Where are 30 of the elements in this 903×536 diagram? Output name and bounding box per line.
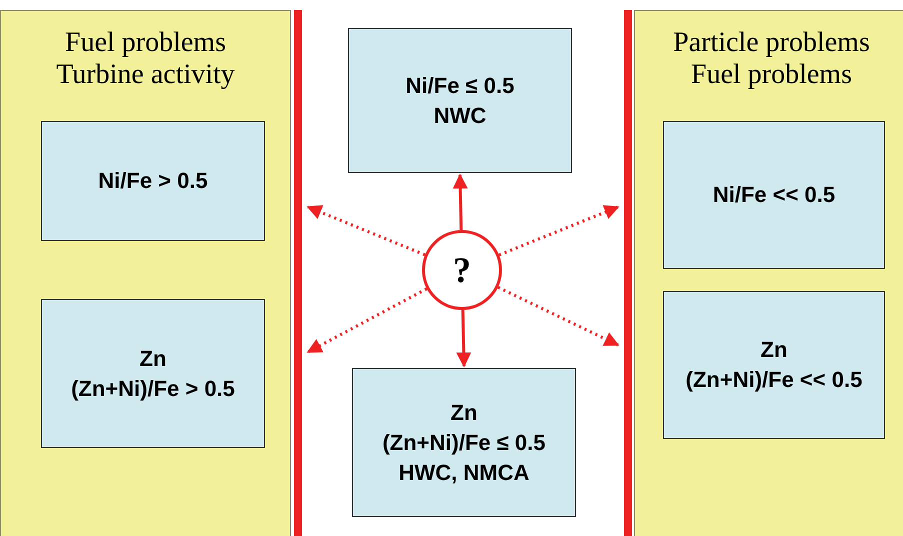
condition-text: Zn xyxy=(140,344,166,372)
category-panel xyxy=(0,10,291,536)
condition-box xyxy=(352,368,576,517)
condition-text: NWC xyxy=(434,102,486,130)
arrow xyxy=(498,205,620,256)
question-mark: ? xyxy=(453,249,471,291)
panel-heading: Particle problems Fuel problems xyxy=(672,27,871,91)
category-panel xyxy=(634,10,903,536)
arrow xyxy=(452,174,468,230)
divider-bar xyxy=(294,10,302,536)
condition-box xyxy=(41,299,265,448)
divider-bar xyxy=(624,10,632,536)
arrow xyxy=(306,205,426,256)
condition-text: Zn xyxy=(760,336,788,364)
arrow xyxy=(456,310,472,368)
condition-text: (Zn+Ni)/Fe ≤ 0.5 xyxy=(382,428,546,457)
panel-heading: Fuel problems Turbine activity xyxy=(55,27,236,91)
arrow xyxy=(497,286,620,346)
condition-text: Ni/Fe << 0.5 xyxy=(712,181,836,209)
condition-text: (Zn+Ni)/Fe > 0.5 xyxy=(71,374,235,403)
condition-box xyxy=(663,121,885,269)
condition-text: Ni/Fe ≤ 0.5 xyxy=(406,72,514,100)
condition-box xyxy=(348,28,572,173)
condition-text: Zn xyxy=(450,398,478,426)
condition-text: (Zn+Ni)/Fe << 0.5 xyxy=(686,366,862,394)
condition-box xyxy=(41,121,265,241)
arrow xyxy=(306,287,428,354)
condition-text: HWC, NMCA xyxy=(398,458,530,486)
condition-box xyxy=(663,291,885,439)
condition-text: Ni/Fe > 0.5 xyxy=(98,167,208,195)
